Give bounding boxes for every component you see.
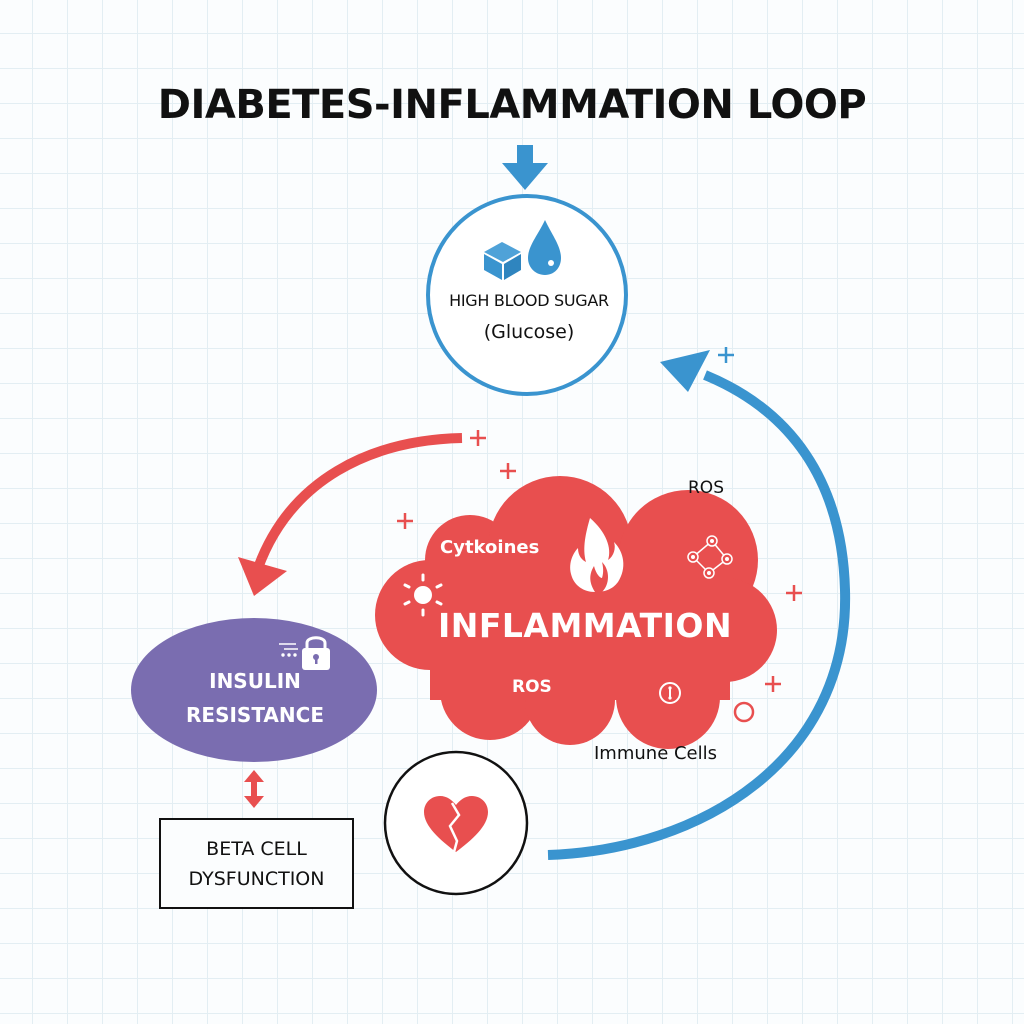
sugar-cube-icon: [484, 242, 521, 280]
plus-icon: [765, 676, 781, 692]
plus-icon: [718, 347, 734, 363]
double-arrow-icon: [244, 770, 264, 808]
beta-line-2: DYSFUNCTION: [188, 867, 325, 890]
cytokines-label: Cytkoines: [440, 537, 540, 558]
insulin-resistance-label: INSULIN RESISTANCE: [140, 664, 370, 732]
glucose-title: HIGH BLOOD SUGAR: [449, 291, 609, 310]
inflammation-cloud[interactable]: [375, 476, 777, 749]
plus-icon: [470, 430, 486, 446]
flame-icon: [570, 518, 624, 592]
lock-icon: [279, 636, 330, 670]
input-arrow-icon: [502, 145, 548, 190]
inflammation-to-insulin-arrow: [253, 433, 463, 570]
immune-cell-icon: [733, 701, 755, 723]
inflammation-title: INFLAMMATION: [437, 606, 733, 645]
ros-inner-label: ROS: [512, 677, 552, 697]
ros-outer-label: ROS: [688, 478, 724, 498]
glucose-subtitle: (Glucose): [483, 321, 575, 343]
molecule-icon: [687, 535, 733, 579]
plus-icon: [786, 585, 802, 601]
immune-cells-label: Immune Cells: [594, 743, 718, 764]
beta-line-1: BETA CELL: [206, 837, 307, 860]
broken-heart-icon: [424, 796, 488, 853]
diagram-title: DIABETES-INFLAMMATION LOOP: [157, 82, 867, 128]
insulin-line-2: RESISTANCE: [186, 703, 324, 727]
plus-signs: [397, 347, 802, 692]
feedback-arrow-blue: [547, 370, 851, 860]
beta-cell-node[interactable]: BETA CELL DYSFUNCTION: [159, 818, 354, 909]
red-arrowhead-icon: [238, 557, 287, 596]
plus-icon: [397, 513, 413, 529]
blood-drop-icon: [528, 220, 561, 275]
insulin-line-1: INSULIN: [209, 669, 301, 693]
sun-icon: [403, 573, 443, 617]
alert-circle-icon: [659, 682, 681, 704]
feedback-arrowhead-icon: [660, 350, 710, 392]
plus-icon: [500, 463, 516, 479]
glucose-node[interactable]: [426, 194, 628, 396]
